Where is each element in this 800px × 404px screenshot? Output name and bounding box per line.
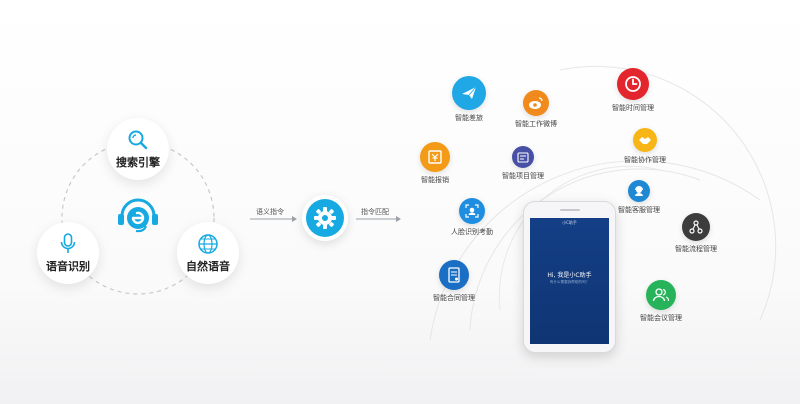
- instruction-match-label: 指令匹配: [361, 208, 389, 216]
- semantic-instruction-label: 语义指令: [256, 208, 284, 216]
- arrow-1: [250, 216, 297, 222]
- feature-weibo: 智能工作微博: [515, 90, 557, 129]
- feature-travel-label: 智能差旅: [455, 114, 483, 122]
- feature-face: 人脸识别考勤: [451, 198, 493, 237]
- feature-meeting: 智能会议管理: [640, 280, 682, 323]
- airplane-icon: [460, 84, 478, 102]
- handshake-icon: [638, 135, 652, 145]
- ledger-icon: [427, 149, 443, 165]
- hub-node: [302, 195, 348, 241]
- natural-language-node: 自然语音: [177, 222, 239, 284]
- natural-language-label: 自然语音: [186, 259, 230, 273]
- service-agent-icon: [633, 185, 645, 197]
- magnifier-icon: [127, 129, 149, 151]
- search-engine-label: 搜索引擎: [116, 155, 160, 169]
- feature-collab: 智能协作管理: [624, 128, 666, 165]
- people-icon: [652, 288, 670, 302]
- speech-recognition-node: 语音识别: [37, 222, 99, 284]
- contract-doc-icon: [447, 267, 461, 283]
- feature-time-label: 智能时间管理: [612, 104, 654, 112]
- feature-meeting-label: 智能会议管理: [640, 314, 682, 322]
- e-headset-logo-icon: [116, 196, 160, 240]
- arrow-2: [356, 216, 401, 222]
- workflow-icon: [689, 220, 703, 234]
- feature-contract: 智能合同管理: [433, 260, 475, 303]
- feature-workflow-label: 智能流程管理: [675, 245, 717, 253]
- microphone-icon: [59, 232, 77, 255]
- feature-project-label: 智能项目管理: [502, 172, 544, 180]
- speech-recognition-label: 语音识别: [46, 259, 90, 273]
- feature-service: 智能客服管理: [618, 180, 660, 215]
- project-board-icon: [517, 151, 529, 163]
- feature-expense: 智能报销: [420, 142, 450, 185]
- phone-screen: 小C助手 Hi, 我是小C助手 有什么需要我帮助的吗？: [530, 218, 609, 344]
- feature-travel: 智能差旅: [452, 76, 486, 123]
- feature-expense-label: 智能报销: [421, 176, 449, 184]
- phone-greeting: Hi, 我是小C助手: [547, 272, 592, 279]
- feature-service-label: 智能客服管理: [618, 206, 660, 214]
- feature-collab-label: 智能协作管理: [624, 156, 666, 164]
- clock-icon: [624, 75, 642, 93]
- search-engine-node: 搜索引擎: [107, 118, 169, 180]
- phone-top-bar: 小C助手: [530, 218, 609, 227]
- feature-project: 智能项目管理: [502, 146, 544, 181]
- feature-weibo-label: 智能工作微博: [515, 120, 557, 128]
- gear-icon: [313, 206, 337, 230]
- phone-subtitle: 有什么需要我帮助的吗？: [549, 280, 590, 284]
- feature-contract-label: 智能合同管理: [433, 294, 475, 302]
- phone-speaker: [560, 209, 580, 211]
- face-scan-icon: [465, 204, 479, 218]
- feature-face-label: 人脸识别考勤: [451, 228, 493, 236]
- feature-workflow: 智能流程管理: [675, 213, 717, 254]
- globe-icon: [197, 233, 219, 255]
- weibo-icon: [528, 96, 544, 110]
- feature-time: 智能时间管理: [612, 68, 654, 113]
- phone-mockup: 小C助手 Hi, 我是小C助手 有什么需要我帮助的吗？: [523, 201, 616, 353]
- phone-app-title: 小C助手: [562, 219, 577, 225]
